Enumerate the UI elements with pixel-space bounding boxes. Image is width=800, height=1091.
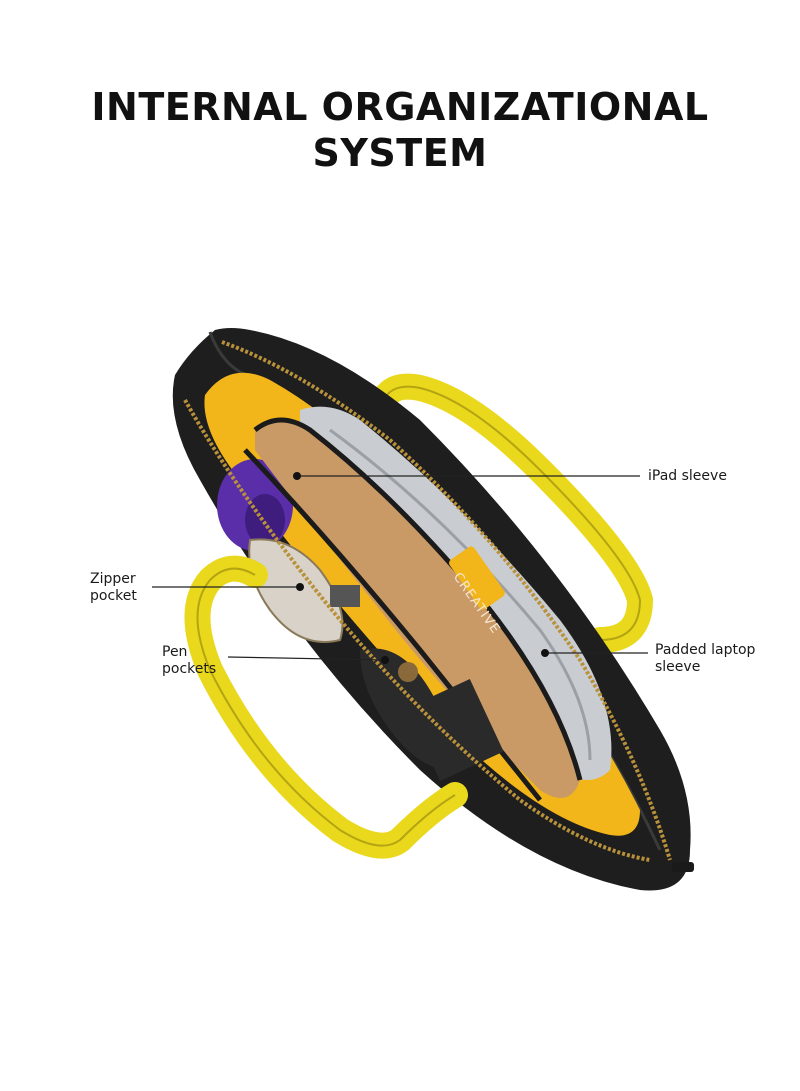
pen-leader-dot [381,656,389,664]
ipad-sleeve-edge [253,417,583,781]
callout-zipper-line-2: pocket [90,588,137,604]
page-title: INTERNAL ORGANIZATIONAL SYSTEM [0,84,800,176]
pocket-clip [330,585,360,607]
title-line-1: INTERNAL ORGANIZATIONAL [91,85,709,129]
left-handle-edge [196,567,456,847]
callout-ipad-text: iPad sleeve [648,468,727,484]
laptop-shadow [329,428,592,761]
zipper-pocket [248,538,344,643]
callout-laptop-sleeve: Padded laptop sleeve [655,642,755,676]
callout-ipad-sleeve: iPad sleeve [648,468,727,485]
notebook-item [406,678,504,782]
zipper-leader-dot [296,583,304,591]
callout-laptop-line-2: sleeve [655,659,701,675]
pen-leader-line [227,656,386,661]
callout-pen-line-2: pockets [162,661,217,677]
zipper-pull [672,862,694,872]
ipad-sleeve [255,420,580,798]
pen-item [398,662,418,682]
callout-laptop-line-1: Padded laptop [655,642,756,658]
right-handle-edge [379,385,642,641]
callout-zipper-pocket: Zipper pocket [90,571,137,605]
callout-pen-line-1: Pen [162,644,188,660]
zipper-track [221,340,672,861]
sleeve-divider [243,448,542,802]
callout-zipper-line-1: Zipper [90,571,136,587]
callout-pen-pockets: Pen pockets [162,644,216,678]
ipad-leader-dot [293,472,301,480]
title-line-2: SYSTEM [312,131,488,175]
laptop-leader-dot [541,649,549,657]
purple-item-shade [245,494,285,546]
sleeve-strap [449,546,505,610]
